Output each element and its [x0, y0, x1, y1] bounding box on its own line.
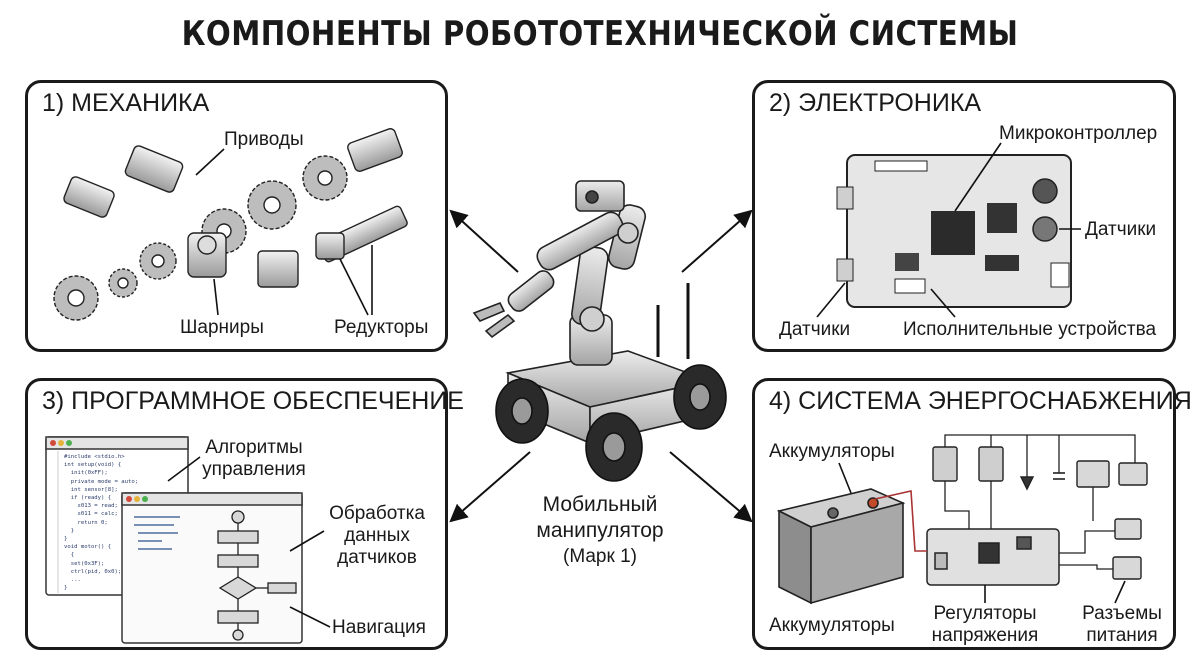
- code-line: {: [64, 552, 75, 559]
- code-line: private mode = auto;: [64, 478, 139, 485]
- software-panel: 3) ПРОГРАММНОЕ ОБЕСПЕЧЕНИЕ Алгоритмы упр…: [25, 378, 464, 650]
- code-line: s013 = read;: [64, 503, 118, 510]
- regulator-board-icon: [926, 528, 1060, 586]
- pcb-illustration: [816, 142, 1081, 318]
- reducers-label: Редукторы: [334, 317, 429, 338]
- robot-arm-icon: [507, 180, 647, 366]
- code-line: return 0;: [64, 519, 108, 526]
- sensors-left-label: Датчики: [779, 319, 851, 340]
- sensor-icon: [1032, 178, 1058, 242]
- mobile-manipulator-illustration: [472, 180, 727, 482]
- navigation-label: Навигация: [332, 617, 426, 638]
- control-algorithms-line1: Алгоритмы: [205, 437, 303, 458]
- arrow-to-mechanics: [449, 209, 519, 273]
- mechanics-illustration: [53, 128, 408, 321]
- page-title: КОМПОНЕНТЫ РОБОТОТЕХНИЧЕСКОЙ СИСТЕМЫ: [181, 14, 1019, 54]
- arrow-to-software: [449, 451, 531, 523]
- flowchart-icon: [217, 510, 297, 641]
- batteries-bottom-label: Аккумуляторы: [769, 615, 895, 636]
- linear-actuator-icon: [315, 205, 408, 263]
- mechanics-panel: 1) МЕХАНИКА Приводы Шарниры Редукторы: [25, 80, 448, 352]
- batteries-top-label: Аккумуляторы: [769, 441, 895, 462]
- motor-icon: [63, 128, 403, 288]
- microcontroller-label: Микроконтроллер: [999, 123, 1158, 144]
- code-line: int sensor[8];: [64, 486, 118, 493]
- software-leaders: [167, 456, 331, 628]
- arrow-to-power: [669, 451, 753, 523]
- code-line: }: [64, 585, 68, 592]
- joints-label: Шарниры: [180, 317, 264, 338]
- robot-name-line1: Мобильный: [542, 493, 658, 516]
- gripper-icon: [472, 301, 516, 339]
- software-title: 3) ПРОГРАММНОЕ ОБЕСПЕЧЕНИЕ: [42, 387, 464, 415]
- wheel-icon: [495, 364, 727, 482]
- drives-label: Приводы: [224, 129, 304, 150]
- power-title: 4) СИСТЕМА ЭНЕРГОСНАБЖЕНИЯ: [769, 387, 1192, 415]
- regulators-label: Регуляторы напряжения: [931, 603, 1039, 647]
- antenna-icon: [656, 283, 690, 359]
- close-dot-icon: [50, 440, 56, 446]
- actuators-label: Исполнительные устройства: [903, 319, 1157, 340]
- power-connectors-line1: Разъемы: [1082, 603, 1162, 624]
- regulator-icon: [932, 446, 1004, 482]
- code-line: s011 = calc;: [64, 511, 118, 518]
- code-line: init(0xFF);: [64, 470, 108, 477]
- sensor-processing-line1: Обработка: [329, 503, 425, 524]
- control-algorithms-line2: управления: [202, 458, 306, 480]
- power-connector-icon: [1076, 460, 1148, 580]
- code-line: ...: [64, 577, 81, 584]
- battery-icon: [776, 488, 906, 605]
- gear-icon: [53, 155, 348, 321]
- regulators-line1: Регуляторы: [933, 603, 1037, 624]
- electronics-title: 2) ЭЛЕКТРОНИКА: [769, 89, 982, 117]
- code-line: ctrl(pid, 0x0);: [64, 568, 122, 575]
- circuit-board-icon: [836, 154, 1072, 308]
- power-connectors-label: Разъемы питания: [1077, 603, 1167, 647]
- code-line: void motor() {: [64, 544, 112, 551]
- joint-icon: [187, 232, 227, 278]
- code-line: set(0x3F);: [64, 560, 105, 567]
- code-line: #include <stdio.h>: [64, 454, 125, 460]
- code-line: }: [64, 536, 68, 543]
- flowchart-window: [121, 492, 303, 644]
- code-line: }: [64, 527, 75, 534]
- power-illustration: [776, 434, 1148, 605]
- control-algorithms-label: Алгоритмы управления: [198, 437, 310, 481]
- robot-name-line2: манипулятор: [536, 519, 664, 543]
- center-caption: Мобильный манипулятор (Марк 1): [520, 492, 680, 568]
- code-lines: #include <stdio.h> int setup(void) { init…: [64, 453, 184, 593]
- regulators-line2: напряжения: [931, 624, 1039, 646]
- electronics-panel: 2) ЭЛЕКТРОНИКА Микроконтроллер Датчики Д…: [752, 80, 1176, 352]
- code-line: int setup(void) {: [64, 462, 122, 469]
- sensor-processing-line3: датчиков: [337, 546, 417, 568]
- power-connectors-line2: питания: [1086, 624, 1158, 646]
- maximize-dot-icon: [66, 440, 72, 446]
- mechanics-title: 1) МЕХАНИКА: [42, 89, 210, 117]
- sensor-processing-line2: данных: [344, 524, 410, 546]
- sensors-right-label: Датчики: [1085, 219, 1157, 240]
- minimize-dot-icon: [58, 440, 64, 446]
- code-line: if (ready) {: [64, 495, 112, 502]
- power-panel: 4) СИСТЕМА ЭНЕРГОСНАБЖЕНИЯ Аккумуляторы …: [752, 378, 1192, 650]
- sensor-processing-label: Обработка данных датчиков: [324, 503, 430, 569]
- robot-model: (Марк 1): [563, 545, 637, 567]
- arrow-to-electronics: [681, 209, 753, 273]
